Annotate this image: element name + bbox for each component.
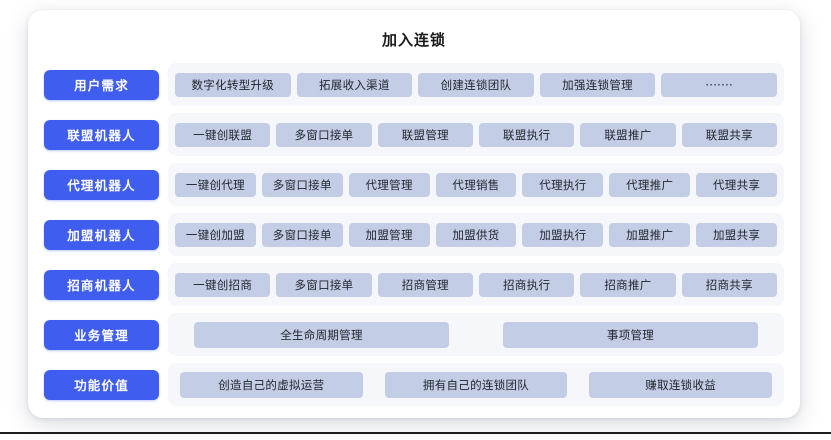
bottom-divider	[0, 432, 831, 434]
chip-alliance-robot-5[interactable]: 联盟共享	[681, 122, 777, 147]
chip-franchise-robot-3[interactable]: 加盟供货	[435, 222, 517, 247]
chip-investment-robot-2[interactable]: 招商管理	[377, 272, 473, 297]
chip-franchise-robot-5[interactable]: 加盟推广	[609, 222, 691, 247]
chain-join-card: 加入连锁 用户需求数字化转型升级拓展收入渠道创建连锁团队加强连锁管理······…	[28, 10, 800, 418]
row-label-agent-robot[interactable]: 代理机器人	[44, 169, 159, 200]
row-track-alliance-robot: 一键创联盟多窗口接单联盟管理联盟执行联盟推广联盟共享	[168, 113, 784, 156]
chip-franchise-robot-0[interactable]: 一键创加盟	[175, 222, 256, 247]
chip-user-demand-3[interactable]: 加强连锁管理	[539, 72, 656, 97]
row-track-user-demand: 数字化转型升级拓展收入渠道创建连锁团队加强连锁管理·······	[168, 63, 784, 106]
chip-function-value-2[interactable]: 赚取连锁收益	[589, 371, 773, 398]
matrix-row-alliance-robot: 联盟机器人一键创联盟多窗口接单联盟管理联盟执行联盟推广联盟共享	[44, 113, 784, 156]
chip-agent-robot-3[interactable]: 代理销售	[435, 172, 517, 197]
chip-alliance-robot-2[interactable]: 联盟管理	[377, 122, 473, 147]
chip-alliance-robot-0[interactable]: 一键创联盟	[175, 122, 271, 147]
chip-investment-robot-1[interactable]: 多窗口接单	[276, 272, 372, 297]
chip-investment-robot-0[interactable]: 一键创招商	[175, 272, 271, 297]
chip-agent-robot-1[interactable]: 多窗口接单	[261, 172, 343, 197]
chip-franchise-robot-4[interactable]: 加盟执行	[522, 222, 604, 247]
chip-user-demand-1[interactable]: 拓展收入渠道	[296, 72, 413, 97]
matrix-row-business-management: 业务管理 全生命周期管理 事项管理	[44, 313, 784, 356]
chip-agent-robot-2[interactable]: 代理管理	[348, 172, 430, 197]
row-label-investment-robot[interactable]: 招商机器人	[44, 269, 159, 300]
chip-user-demand-4[interactable]: ·······	[661, 72, 777, 97]
matrix-row-agent-robot: 代理机器人一键创代理多窗口接单代理管理代理销售代理执行代理推广代理共享	[44, 163, 784, 206]
row-label-business-management[interactable]: 业务管理	[44, 319, 159, 350]
chip-alliance-robot-3[interactable]: 联盟执行	[478, 122, 575, 147]
chip-agent-robot-6[interactable]: 代理共享	[696, 172, 778, 197]
chip-franchise-robot-1[interactable]: 多窗口接单	[261, 222, 343, 247]
row-track-business-management: 全生命周期管理 事项管理	[168, 313, 784, 356]
chip-investment-robot-4[interactable]: 招商推广	[580, 272, 676, 297]
chip-agent-robot-4[interactable]: 代理执行	[522, 172, 604, 197]
row-label-alliance-robot[interactable]: 联盟机器人	[44, 119, 159, 150]
chip-investment-robot-3[interactable]: 招商执行	[478, 272, 575, 297]
row-label-franchise-robot[interactable]: 加盟机器人	[44, 219, 159, 250]
chip-alliance-robot-4[interactable]: 联盟推广	[580, 122, 676, 147]
chip-franchise-robot-6[interactable]: 加盟共享	[696, 222, 778, 247]
row-track-investment-robot: 一键创招商多窗口接单招商管理招商执行招商推广招商共享	[168, 263, 784, 306]
matrix-row-investment-robot: 招商机器人一键创招商多窗口接单招商管理招商执行招商推广招商共享	[44, 263, 784, 306]
chip-agent-robot-0[interactable]: 一键创代理	[175, 172, 256, 197]
row-track-function-value: 创造自己的虚拟运营拥有自己的连锁团队赚取连锁收益	[168, 363, 784, 406]
chip-business-management-1[interactable]: 事项管理	[503, 321, 758, 348]
chip-business-management-0[interactable]: 全生命周期管理	[194, 321, 449, 348]
chip-function-value-1[interactable]: 拥有自己的连锁团队	[384, 371, 568, 398]
row-label-user-demand[interactable]: 用户需求	[44, 69, 159, 100]
chip-user-demand-0[interactable]: 数字化转型升级	[175, 72, 291, 97]
chip-alliance-robot-1[interactable]: 多窗口接单	[276, 122, 372, 147]
row-track-agent-robot: 一键创代理多窗口接单代理管理代理销售代理执行代理推广代理共享	[168, 163, 784, 206]
chip-investment-robot-5[interactable]: 招商共享	[681, 272, 777, 297]
matrix-row-franchise-robot: 加盟机器人一键创加盟多窗口接单加盟管理加盟供货加盟执行加盟推广加盟共享	[44, 213, 784, 256]
matrix-row-user-demand: 用户需求数字化转型升级拓展收入渠道创建连锁团队加强连锁管理·······	[44, 63, 784, 106]
row-label-function-value[interactable]: 功能价值	[44, 369, 159, 400]
page-title: 加入连锁	[381, 31, 446, 49]
chip-agent-robot-5[interactable]: 代理推广	[609, 172, 691, 197]
chip-user-demand-2[interactable]: 创建连锁团队	[418, 72, 534, 97]
capability-matrix: 用户需求数字化转型升级拓展收入渠道创建连锁团队加强连锁管理······· 联盟机器…	[44, 63, 784, 408]
row-track-franchise-robot: 一键创加盟多窗口接单加盟管理加盟供货加盟执行加盟推广加盟共享	[168, 213, 784, 256]
matrix-row-function-value: 功能价值创造自己的虚拟运营拥有自己的连锁团队赚取连锁收益	[44, 363, 784, 406]
chip-function-value-0[interactable]: 创造自己的虚拟运营	[180, 371, 363, 398]
chip-franchise-robot-2[interactable]: 加盟管理	[348, 222, 430, 247]
